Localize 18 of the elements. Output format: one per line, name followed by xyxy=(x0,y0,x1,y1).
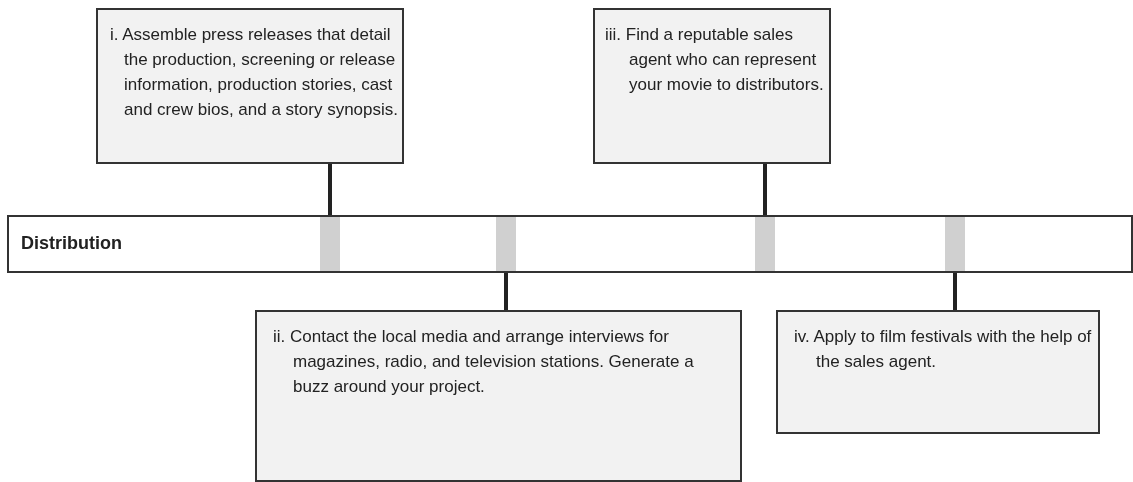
timeline-title: Distribution xyxy=(21,233,122,254)
step-text: i. Assemble press releases that detail the production, screening or release information, production stories, cast and crew bios, and a story synopsis. xyxy=(110,24,400,121)
step-text: ii. Contact the local media and arrange interviews for magazines, radio, and television stations. Generate a buzz around your project. xyxy=(273,326,695,398)
text-box xyxy=(776,310,1100,434)
connector-line xyxy=(504,271,508,310)
timeline-marker xyxy=(755,217,775,271)
timeline-marker xyxy=(945,217,965,271)
step-text: iv. Apply to film festivals with the help of the sales agent. xyxy=(794,326,1093,373)
text-box xyxy=(96,8,404,164)
text-box xyxy=(255,310,742,482)
timeline-band xyxy=(7,215,1133,273)
connector-line xyxy=(953,271,957,310)
text-box xyxy=(593,8,831,164)
step-text: iii. Find a reputable sales agent who can represent your movie to distributors. xyxy=(605,24,825,96)
timeline-marker xyxy=(496,217,516,271)
timeline-marker xyxy=(320,217,340,271)
connector-line xyxy=(328,164,332,217)
connector-line xyxy=(763,164,767,217)
